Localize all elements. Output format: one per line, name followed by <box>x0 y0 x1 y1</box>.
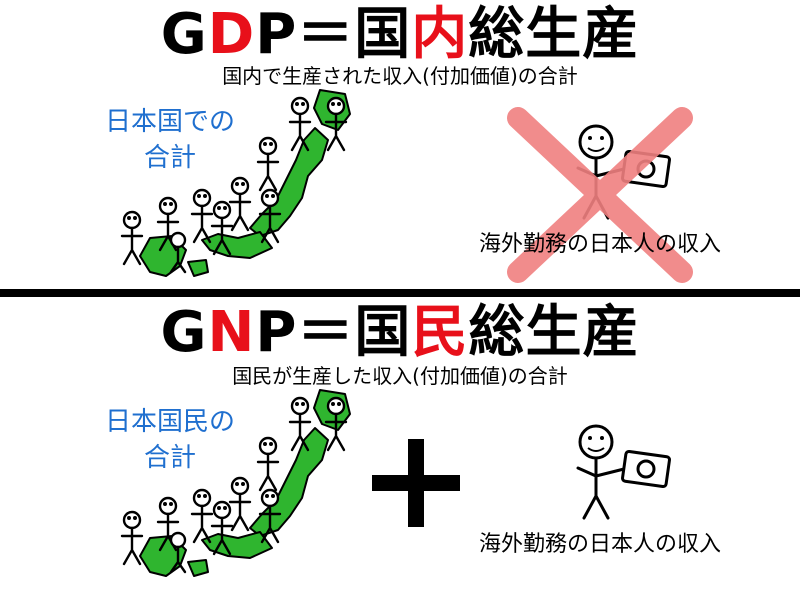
gnp-panel: GNP＝国民総生産 国民が生産した収入(付加価値)の合計 日本国民の 合計 <box>0 300 800 600</box>
gnp-title: GNP＝国民総生産 <box>160 300 640 365</box>
gdp-panel: GDP＝国内総生産 国内で生産された収入(付加価値)の合計 日本国での 合計 <box>104 2 721 283</box>
worker-with-money-icon <box>576 424 671 520</box>
gdp-abroad-label: 海外勤務の日本人の収入 <box>478 232 721 257</box>
gnp-subtitle: 国民が生産した収入(付加価値)の合計 <box>232 364 568 388</box>
plus-icon <box>372 439 460 527</box>
japan-map-with-people-icon <box>120 389 351 577</box>
gnp-citizens-label: 日本国民の 合計 <box>104 407 235 473</box>
gdp-domestic-label: 日本国での 合計 <box>104 107 235 173</box>
section-divider <box>0 289 800 297</box>
japan-map-with-people-icon <box>120 89 351 277</box>
gdp-title: GDP＝国内総生産 <box>160 2 640 67</box>
gnp-abroad-label: 海外勤務の日本人の収入 <box>478 532 721 557</box>
gdp-subtitle: 国内で生産された収入(付加価値)の合計 <box>222 64 578 88</box>
excluded-cross-icon <box>507 107 693 283</box>
